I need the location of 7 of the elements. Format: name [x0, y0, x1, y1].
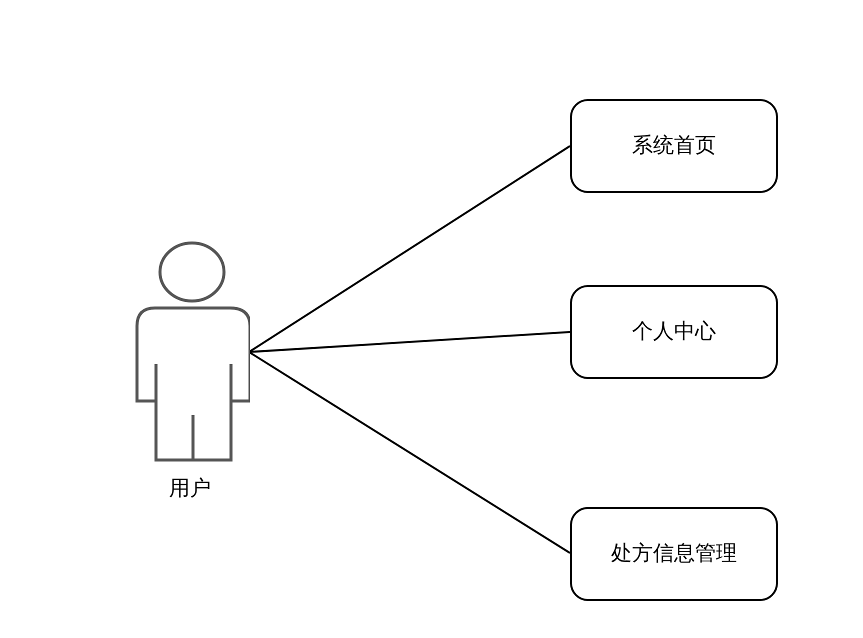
use-case-box: 处方信息管理	[570, 507, 778, 601]
connector-line	[248, 331, 570, 353]
connector-line	[248, 351, 571, 554]
use-case-box: 系统首页	[570, 99, 778, 193]
use-case-box: 个人中心	[570, 285, 778, 379]
actor-label: 用户	[169, 478, 211, 499]
connector-line	[248, 145, 571, 353]
